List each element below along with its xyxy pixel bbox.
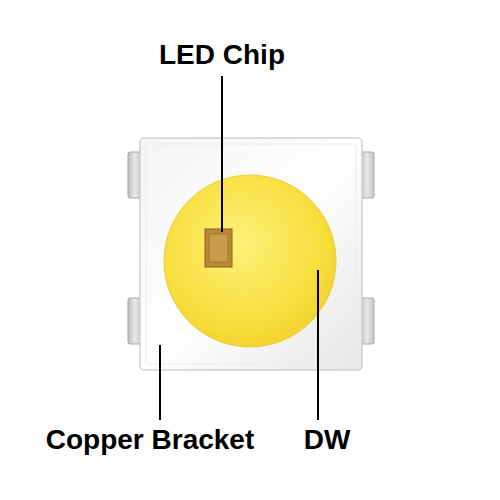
chip-die	[209, 234, 228, 262]
package-bevel	[146, 144, 356, 364]
part-label: DW	[304, 425, 351, 456]
part-label: Copper Bracket	[46, 425, 255, 456]
leader-line	[221, 76, 223, 232]
part-label: LED Chip	[159, 40, 285, 71]
led-chip	[205, 229, 232, 267]
phosphor-lens	[164, 175, 336, 347]
leader-line	[159, 345, 161, 420]
leader-line	[317, 270, 319, 420]
package-body	[140, 138, 362, 370]
